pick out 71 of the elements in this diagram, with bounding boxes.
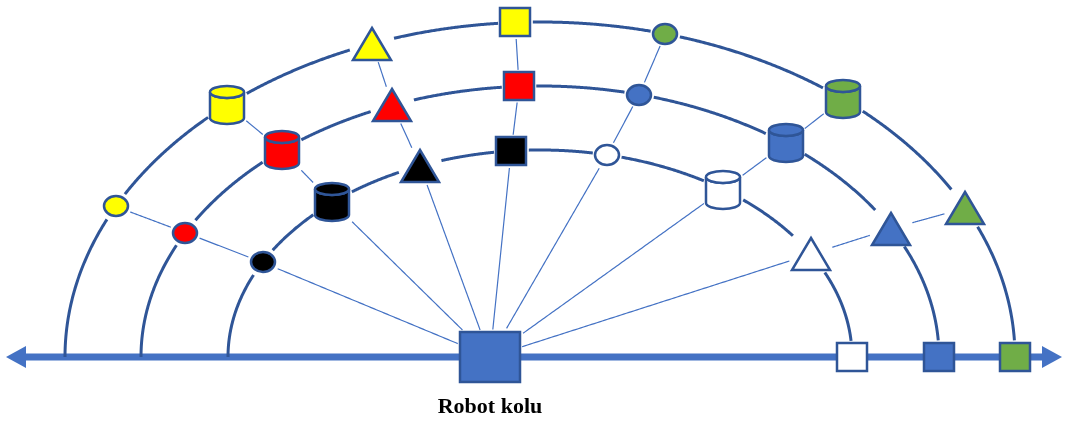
triangle-marker: [788, 235, 833, 274]
arc-line: [903, 245, 940, 341]
arc-line: [532, 20, 651, 33]
cylinder-marker: [261, 128, 302, 173]
radial-line: [804, 113, 825, 130]
arc-line: [528, 148, 594, 155]
arc-line: [139, 244, 178, 358]
arc-line: [440, 150, 495, 163]
arc-line: [861, 109, 953, 191]
arc-line: [413, 85, 503, 102]
radial-line: [515, 38, 519, 71]
arc-line: [653, 95, 767, 135]
square-marker: [501, 69, 538, 104]
radial-line: [612, 106, 634, 144]
triangle-marker: [370, 86, 415, 125]
square-marker: [497, 5, 534, 40]
arc-line: [271, 213, 315, 252]
caption-label: Robot kolu: [437, 393, 543, 419]
arc-line: [63, 218, 109, 358]
arc-line: [823, 271, 853, 342]
arc-line: [742, 198, 794, 237]
arc-line: [226, 274, 255, 358]
radial-line: [831, 234, 871, 248]
arc-line: [300, 110, 372, 142]
square-marker: [493, 133, 530, 168]
square-marker: [921, 340, 957, 374]
radial-line: [911, 213, 946, 224]
circle-marker: [624, 81, 655, 108]
radial-line: [742, 157, 768, 176]
cylinder-marker: [207, 82, 248, 127]
triangle-marker: [398, 146, 443, 185]
circle-marker: [247, 249, 278, 276]
radial-line: [522, 202, 705, 334]
radial-line: [198, 237, 249, 258]
radial-line: [351, 221, 464, 331]
arc-line: [393, 21, 499, 40]
arc-line: [621, 155, 705, 183]
cylinder-marker: [312, 180, 353, 225]
radial-line: [512, 101, 518, 136]
radial-line: [426, 184, 481, 331]
arc-line: [246, 48, 351, 95]
circle-marker: [592, 141, 622, 168]
radial-line: [505, 167, 600, 329]
arc-line: [679, 35, 824, 90]
radial-line: [521, 260, 790, 348]
cylinder-marker: [703, 167, 744, 212]
radial-line: [400, 122, 413, 149]
triangle-marker: [869, 209, 914, 248]
cylinder-marker: [822, 76, 863, 121]
radial-line: [377, 61, 387, 88]
radial-line: [643, 45, 661, 83]
radial-line: [492, 167, 511, 331]
square-marker: [997, 340, 1033, 374]
arc-line: [803, 152, 877, 212]
square-marker: [834, 340, 870, 374]
cylinder-marker: [765, 121, 806, 166]
radial-line: [245, 120, 264, 136]
triangle-marker: [350, 24, 395, 63]
circle-marker: [650, 20, 681, 47]
robot-arm-box: [457, 329, 523, 385]
arc-line: [351, 170, 400, 194]
circle-marker: [100, 193, 131, 220]
arc-line: [976, 226, 1016, 341]
radial-line: [300, 169, 314, 184]
arc-line: [123, 116, 209, 196]
arc-line: [194, 160, 264, 222]
arc-line: [535, 84, 625, 94]
triangle-marker: [943, 189, 988, 228]
circle-marker: [170, 219, 201, 246]
radial-line: [277, 268, 459, 345]
radial-line: [129, 211, 172, 228]
